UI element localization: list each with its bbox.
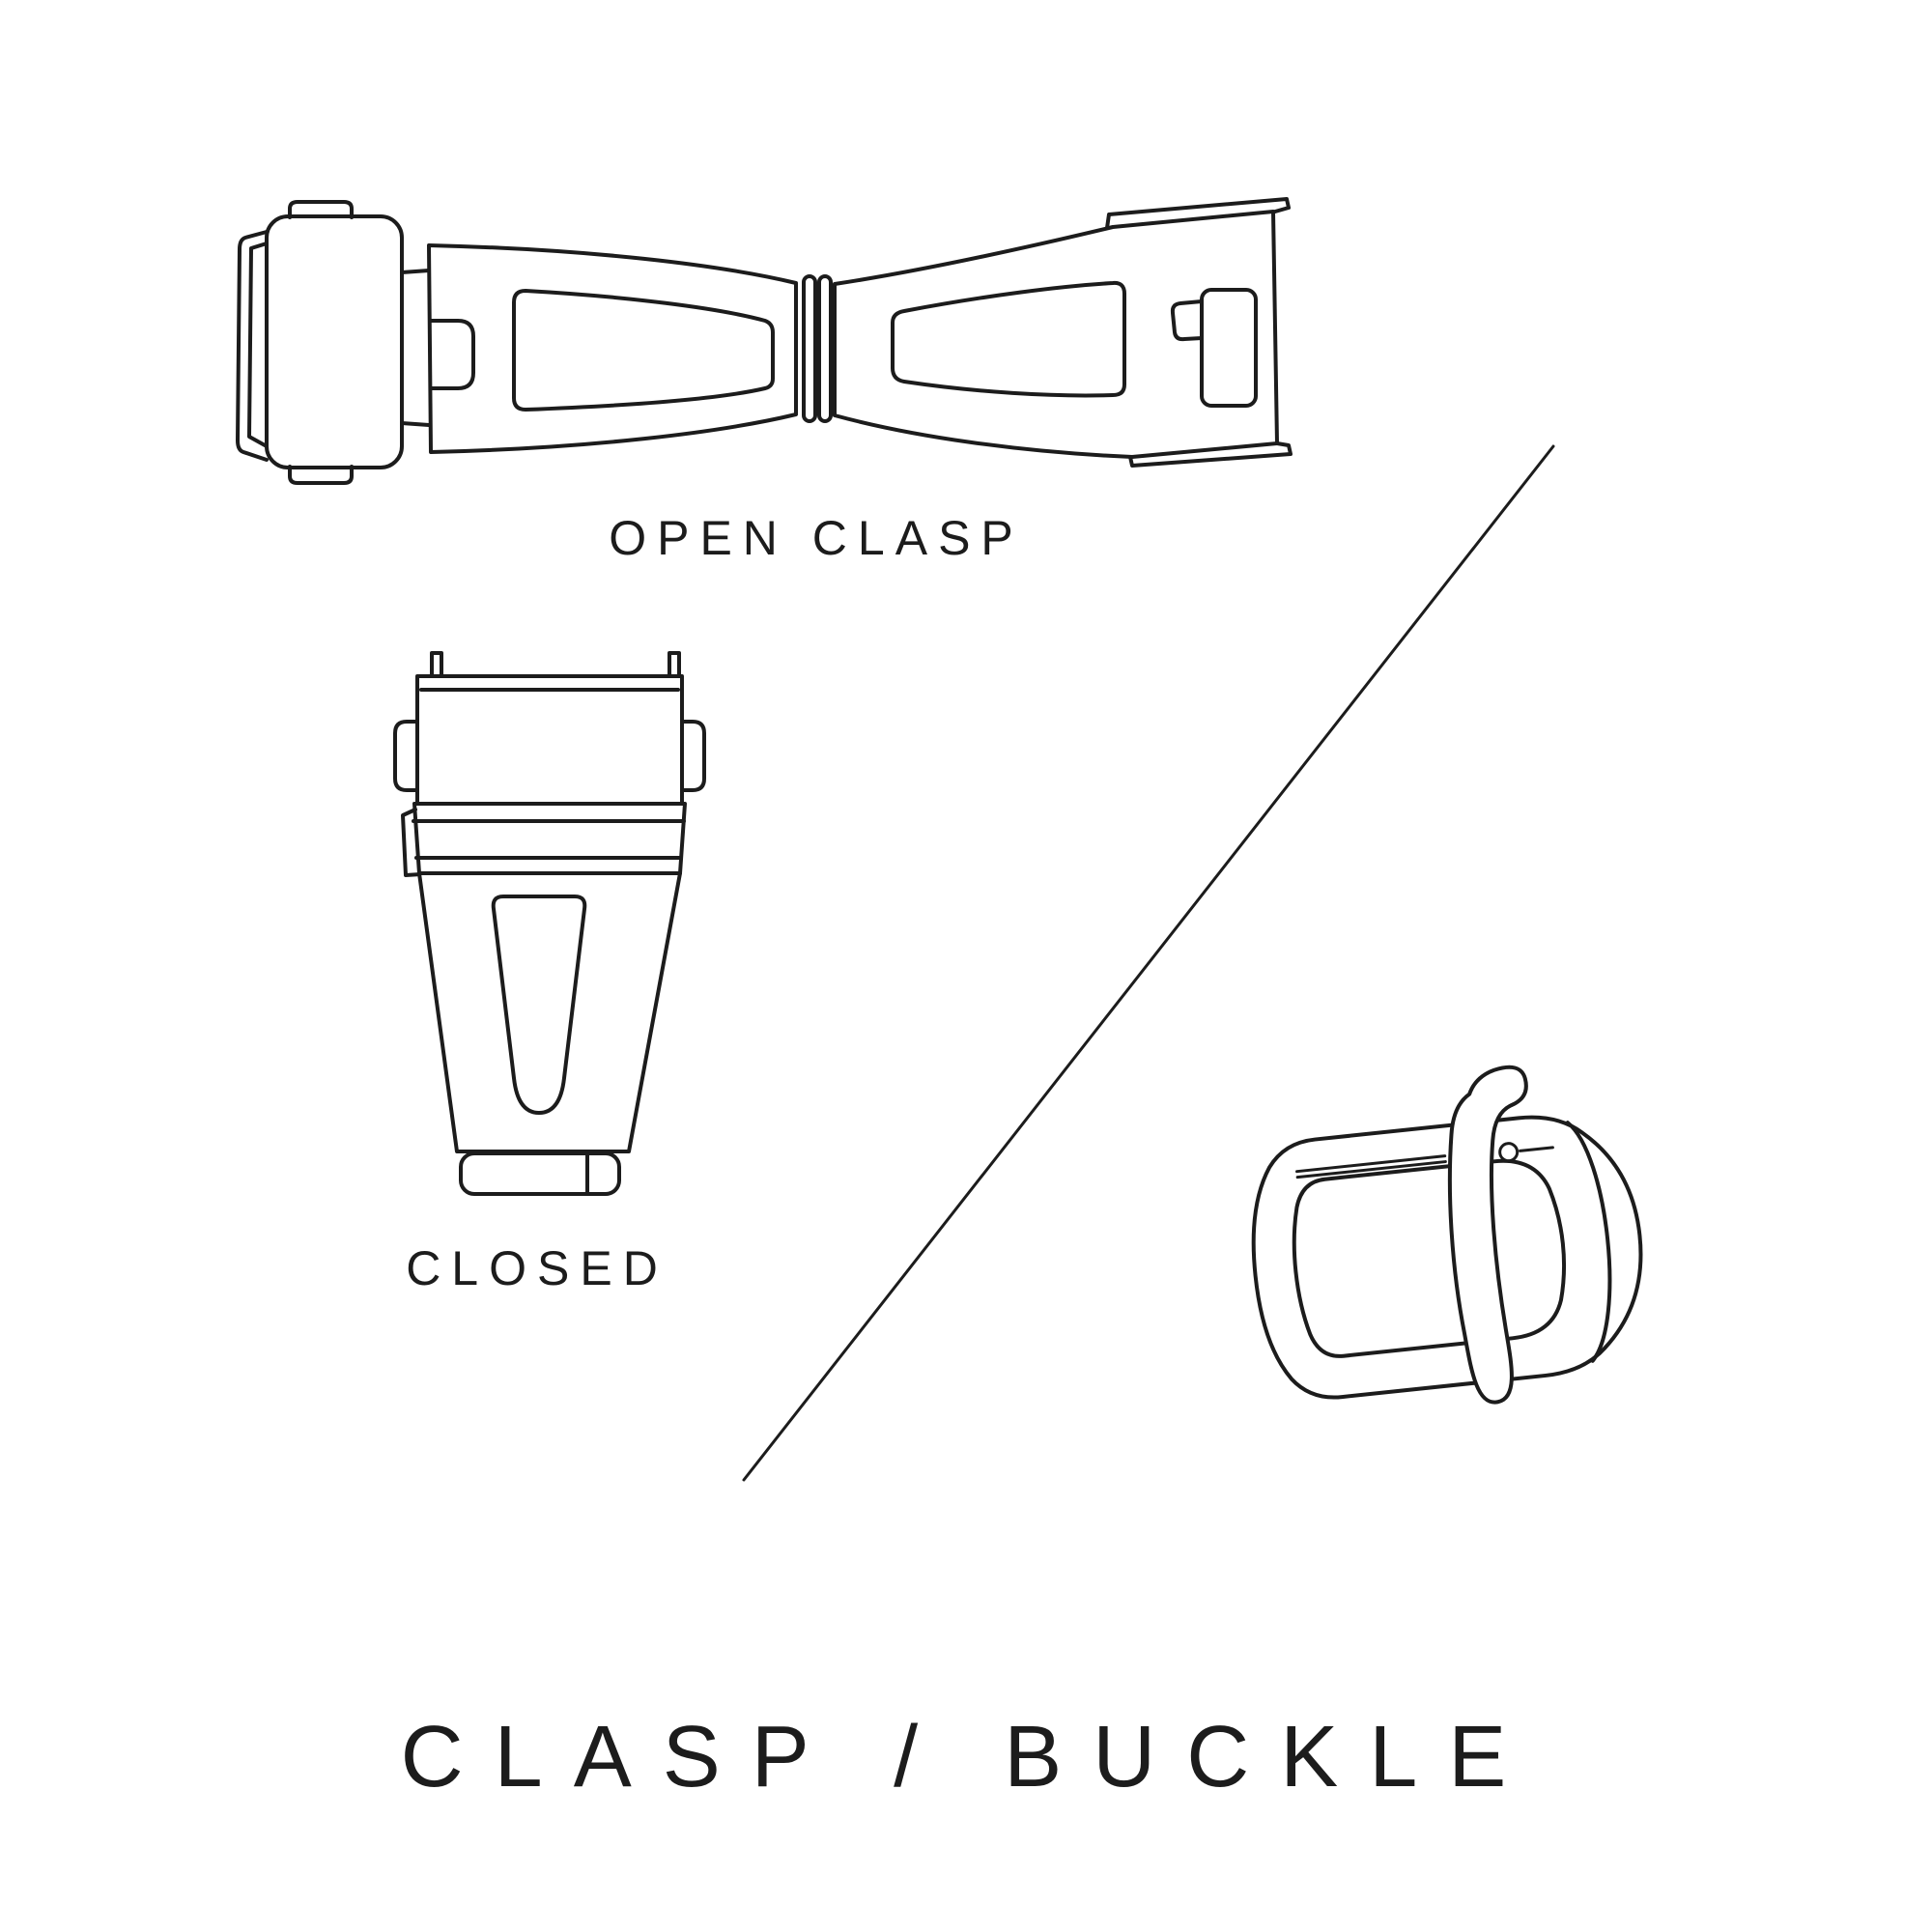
buckle-illustration — [1251, 1065, 1643, 1405]
diagonal-divider-line — [742, 444, 1555, 1482]
open-clasp-label: OPEN CLASP — [609, 511, 1024, 565]
closed-clasp-label: CLOSED — [406, 1241, 668, 1295]
page-title: CLASP / BUCKLE — [400, 1709, 1538, 1805]
open-clasp-illustration — [236, 197, 1293, 485]
closed-clasp-illustration — [393, 651, 706, 1196]
